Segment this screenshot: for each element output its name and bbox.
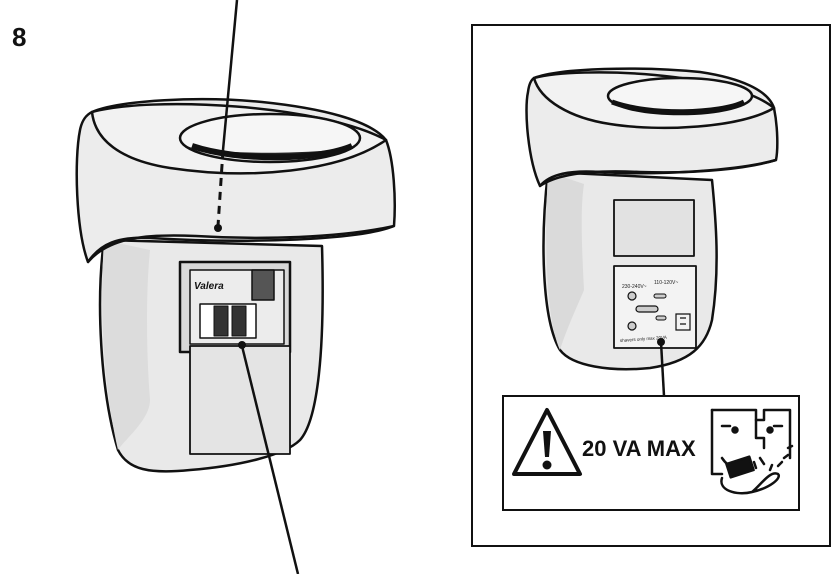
device-body-shade [102,240,150,450]
pointer-line-label [659,341,666,397]
device-brand: Valera [194,281,224,292]
pointer-dot-top [214,224,222,232]
right-wall-device [525,67,779,371]
warning-text: 20 VA MAX [582,436,696,461]
warning-triangle-icon [512,408,582,476]
socket-label-right: 110-120V~ [654,280,678,286]
socket-label-left: 230-240V~ [622,284,647,290]
lower-panel [189,345,291,455]
pointer-line-top [221,0,239,151]
switch-block [251,269,275,301]
socket-label-bottom: shavers only max 20VA [620,335,667,343]
socket-shaver-icon [675,313,691,331]
step-number: 8 [12,22,27,52]
pointer-dot-label [657,338,665,346]
pointer-dot-bottom [238,341,246,349]
left-wall-device [75,98,396,473]
pointer-line-top-hidden [216,149,225,227]
pointer-line-bottom [240,345,300,575]
shaver-face-icon [710,408,794,495]
upper-panel [613,199,695,257]
